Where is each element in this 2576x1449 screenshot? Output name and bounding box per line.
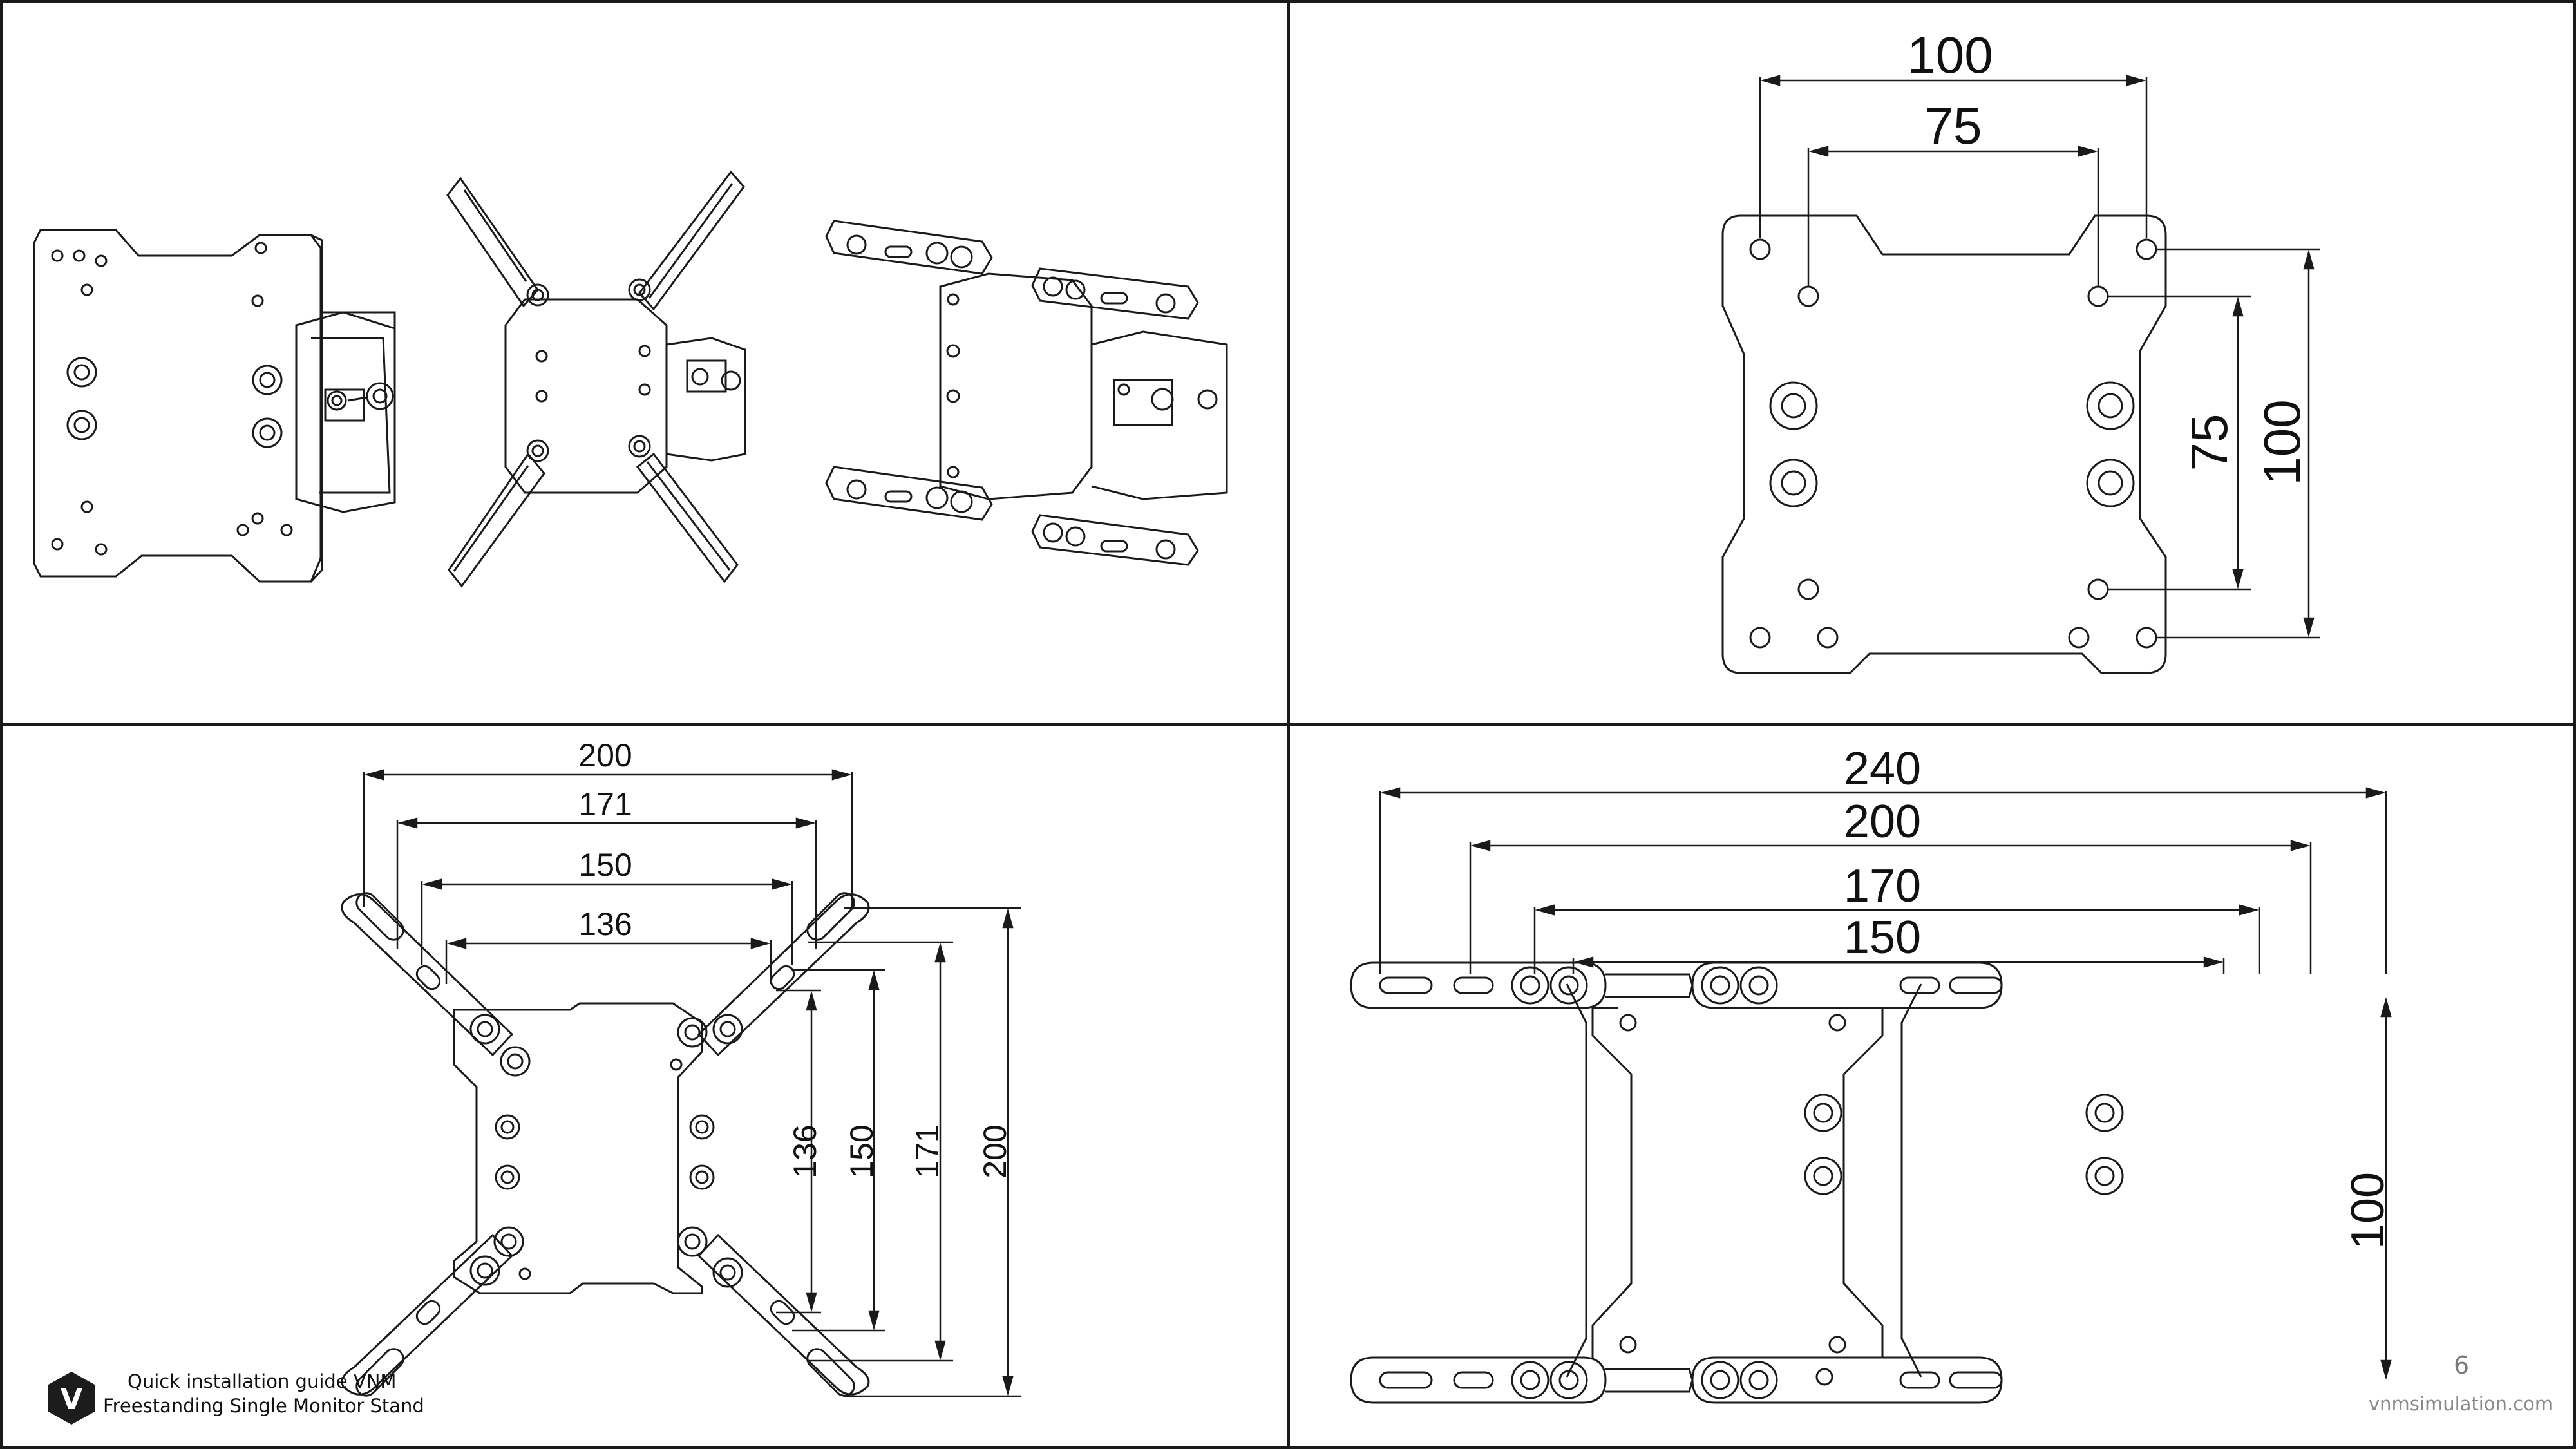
logo-letter: V xyxy=(61,1383,82,1416)
dim-width-100: 100 xyxy=(1907,26,1993,84)
dim-width-150: 150 xyxy=(1844,912,1921,963)
small-bracket-holes xyxy=(51,242,293,556)
panel-vesa-75-100: 100 75 75 100 xyxy=(1287,0,2576,726)
dim-height-200: 200 xyxy=(977,1124,1013,1178)
vnm-logo-icon: V xyxy=(48,1372,95,1425)
x-bracket-holes xyxy=(355,892,855,1397)
small-bracket-drawing xyxy=(33,229,396,583)
dim-width-200: 200 xyxy=(578,737,632,773)
guide-title-line1: Quick installation guide VNM xyxy=(128,1370,397,1392)
dim-height-136: 136 xyxy=(787,1124,823,1178)
x-bracket-dimension-lines xyxy=(363,769,1021,1397)
dim-height-100: 100 xyxy=(2253,399,2311,485)
x-bracket-drawing xyxy=(446,170,746,588)
dim-height-75: 75 xyxy=(2181,414,2238,471)
footer-brand: V Quick installation guide VNM Freestand… xyxy=(46,1365,459,1430)
dim-width-170: 170 xyxy=(1844,860,1921,912)
vesa-dimension-lines xyxy=(1759,75,2320,639)
wide-bracket-holes xyxy=(1379,966,2124,1399)
vesa-plate-holes xyxy=(1749,238,2157,649)
guide-title: Quick installation guide VNM Freestandin… xyxy=(103,1369,424,1418)
page-number: 6 xyxy=(2454,1351,2470,1379)
wide-bracket-drawing xyxy=(825,220,1228,566)
dim-width-240: 240 xyxy=(1844,743,1921,795)
wide-bracket-outline xyxy=(1350,961,2003,1404)
dim-width-200: 200 xyxy=(1844,796,1921,848)
guide-title-line2: Freestanding Single Monitor Stand xyxy=(103,1395,424,1417)
site-url: vnmsimulation.com xyxy=(2369,1393,2553,1415)
dim-height-171: 171 xyxy=(909,1124,945,1178)
vesa-plate-outline xyxy=(1721,214,2167,674)
dim-height-150: 150 xyxy=(844,1124,880,1178)
dim-width-136: 136 xyxy=(578,906,632,942)
dim-width-150: 150 xyxy=(578,847,632,883)
panel-bracket-overview xyxy=(0,0,1290,726)
dim-width-171: 171 xyxy=(578,786,632,822)
wide-bracket-dimension-lines xyxy=(1379,787,2392,1380)
panel-wide-bracket-dimensions: 240 200 170 150 100 xyxy=(1287,723,2576,1449)
dim-height-100: 100 xyxy=(2342,1172,2394,1249)
panel-x-bracket-dimensions: 200 171 150 136 136 150 171 200 xyxy=(0,723,1290,1449)
dim-width-75: 75 xyxy=(1925,97,1982,155)
